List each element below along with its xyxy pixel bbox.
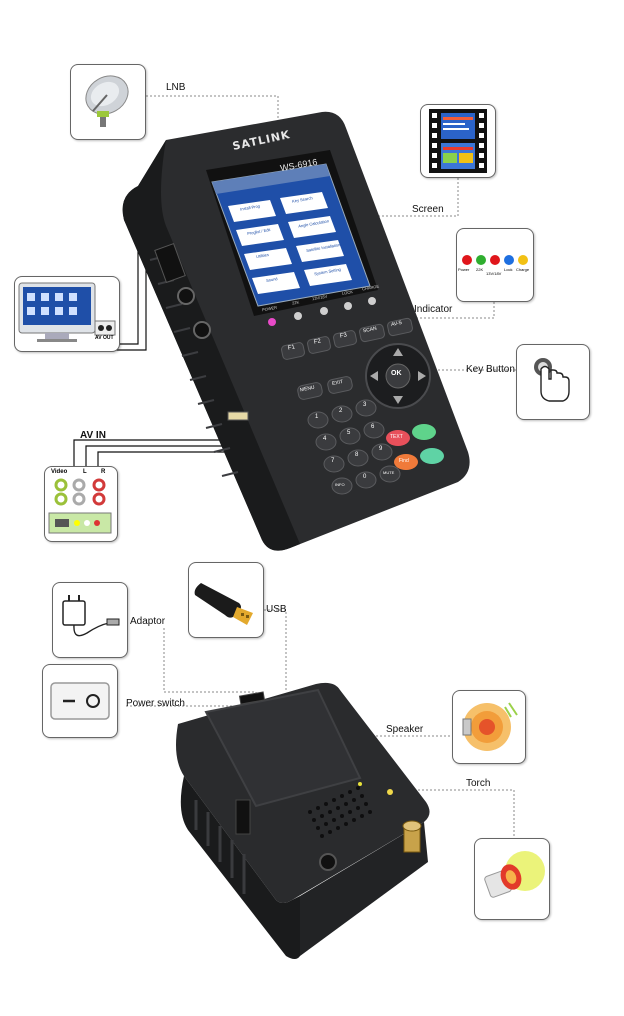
key-button-label: Key Button — [466, 364, 515, 375]
num-key-8[interactable]: 8 — [355, 452, 359, 458]
indicator-text-charge: Charge — [516, 267, 530, 272]
av-in-tile: Video L R — [44, 466, 118, 542]
find-key[interactable]: Find — [399, 458, 409, 464]
key-button-tile — [516, 344, 590, 420]
mute-key[interactable]: MUTE — [383, 470, 395, 475]
torch-tile — [474, 838, 550, 920]
indicator-text-power: Power — [458, 267, 470, 272]
num-key-1[interactable]: 1 — [315, 414, 319, 420]
num-key-3[interactable]: 3 — [363, 402, 367, 408]
satellite-dish-icon — [85, 75, 129, 127]
avout-cable-c — [155, 243, 198, 293]
indicator-light-power — [462, 255, 472, 265]
avin-cable-r — [97, 418, 245, 470]
adaptor-connector-line — [163, 628, 257, 700]
monitor-icon — [18, 282, 116, 342]
num-key-6[interactable]: 6 — [371, 424, 375, 430]
lnb-connector-line — [146, 95, 279, 128]
torch-icon — [484, 851, 545, 898]
usb-connector-line — [264, 609, 287, 690]
film-strip-icon — [429, 109, 487, 173]
power-switch-label: Power switch — [126, 698, 185, 709]
pointing-hand-icon — [534, 358, 570, 402]
speaker-label: Speaker — [386, 724, 424, 735]
power-switch-tile — [42, 664, 118, 738]
indicator-text-lock: Lock — [504, 267, 513, 272]
num-key-5[interactable]: 5 — [347, 430, 351, 436]
num-key-7[interactable]: 7 — [331, 458, 335, 464]
indicator-tile: Power 22K 13V/18V Lock Charge — [456, 228, 534, 302]
av-in-heading-video: Video — [51, 469, 68, 475]
usb-stick-icon — [194, 583, 253, 625]
av-in-heading-l: L — [83, 469, 87, 475]
indicator-text-22k: 22K — [476, 267, 484, 272]
speaker-icon — [462, 702, 518, 751]
indicator-light-13v18v — [490, 255, 500, 265]
num-key-9[interactable]: 9 — [379, 446, 383, 452]
num-key-2[interactable]: 2 — [339, 408, 343, 414]
adaptor-tile — [52, 582, 128, 658]
indicator-light-lock — [504, 255, 514, 265]
power-adaptor-icon — [62, 595, 120, 637]
screen-tile — [420, 104, 496, 178]
indicator-light-22k — [476, 255, 486, 265]
lnb-label: LNB — [166, 82, 186, 93]
lnb-tile — [70, 64, 146, 140]
adaptor-label: Adaptor — [130, 616, 166, 627]
screen-label: Screen — [412, 204, 444, 215]
num-key-0[interactable]: 0 — [363, 474, 367, 480]
torch-label: Torch — [466, 778, 491, 789]
avout-label: AV OUT — [95, 335, 114, 341]
monitor-tile: AV OUT — [14, 276, 120, 352]
speaker-tile — [452, 690, 526, 764]
info-key[interactable]: INFO — [335, 482, 345, 487]
num-key-4[interactable]: 4 — [323, 436, 327, 442]
avin-cable-l — [85, 418, 239, 470]
usb-label: USB — [266, 604, 287, 615]
av-in-heading-r: R — [101, 469, 106, 475]
torch-connector-line — [390, 789, 515, 836]
usb-tile — [188, 562, 264, 638]
speaker-connector-line — [359, 735, 466, 782]
av-in-label: AV IN — [80, 430, 106, 441]
power-switch-icon — [50, 682, 110, 720]
indicator-text-13v18v: 13V/18V — [486, 271, 502, 276]
ok-key[interactable]: OK — [391, 370, 402, 377]
rca-panel-icon — [48, 478, 112, 534]
text-key[interactable]: TEXT — [390, 434, 403, 440]
indicator-label: Indicator — [414, 304, 453, 315]
indicator-light-charge — [518, 255, 528, 265]
